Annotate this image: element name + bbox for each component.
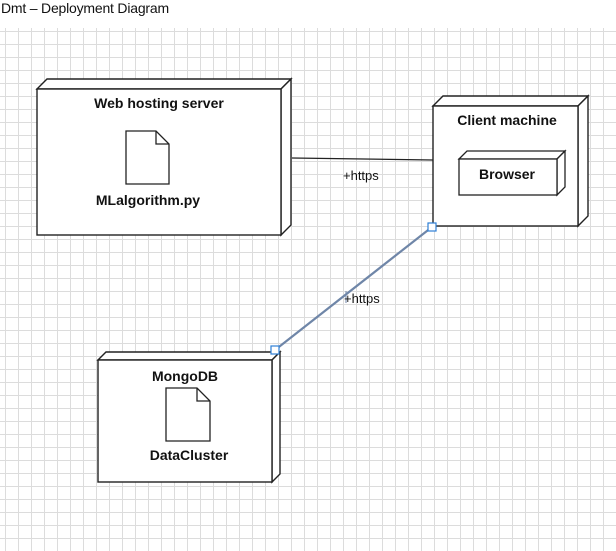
page-title: Dmt – Deployment Diagram: [1, 0, 169, 16]
artifact-label-mlalgorithm: MLalgorithm.py: [96, 192, 200, 208]
connection-label-https: +https: [344, 291, 380, 306]
connector-handle-end[interactable]: [427, 222, 437, 232]
connection-label-https: +https: [343, 168, 379, 183]
connection-web-to-client[interactable]: +https: [291, 157, 434, 183]
node-web-hosting-server[interactable]: Web hosting server MLalgorithm.py: [35, 77, 293, 237]
node-title-browser: Browser: [479, 166, 536, 182]
node-mongodb[interactable]: MongoDB DataCluster: [96, 350, 282, 484]
node-title-mongodb: MongoDB: [152, 368, 218, 384]
node-title-client-machine: Client machine: [457, 112, 557, 128]
node-client-machine[interactable]: Client machine Browser: [431, 94, 590, 228]
node-browser[interactable]: Browser: [457, 149, 567, 197]
connector-handle-start[interactable]: [270, 345, 280, 355]
artifact-document-icon: [165, 387, 211, 442]
artifact-label-datacluster: DataCluster: [150, 447, 229, 463]
artifact-document-icon: [125, 130, 170, 185]
connection-client-to-mongodb[interactable]: +https: [270, 222, 437, 355]
node-title-web-hosting-server: Web hosting server: [94, 95, 224, 111]
